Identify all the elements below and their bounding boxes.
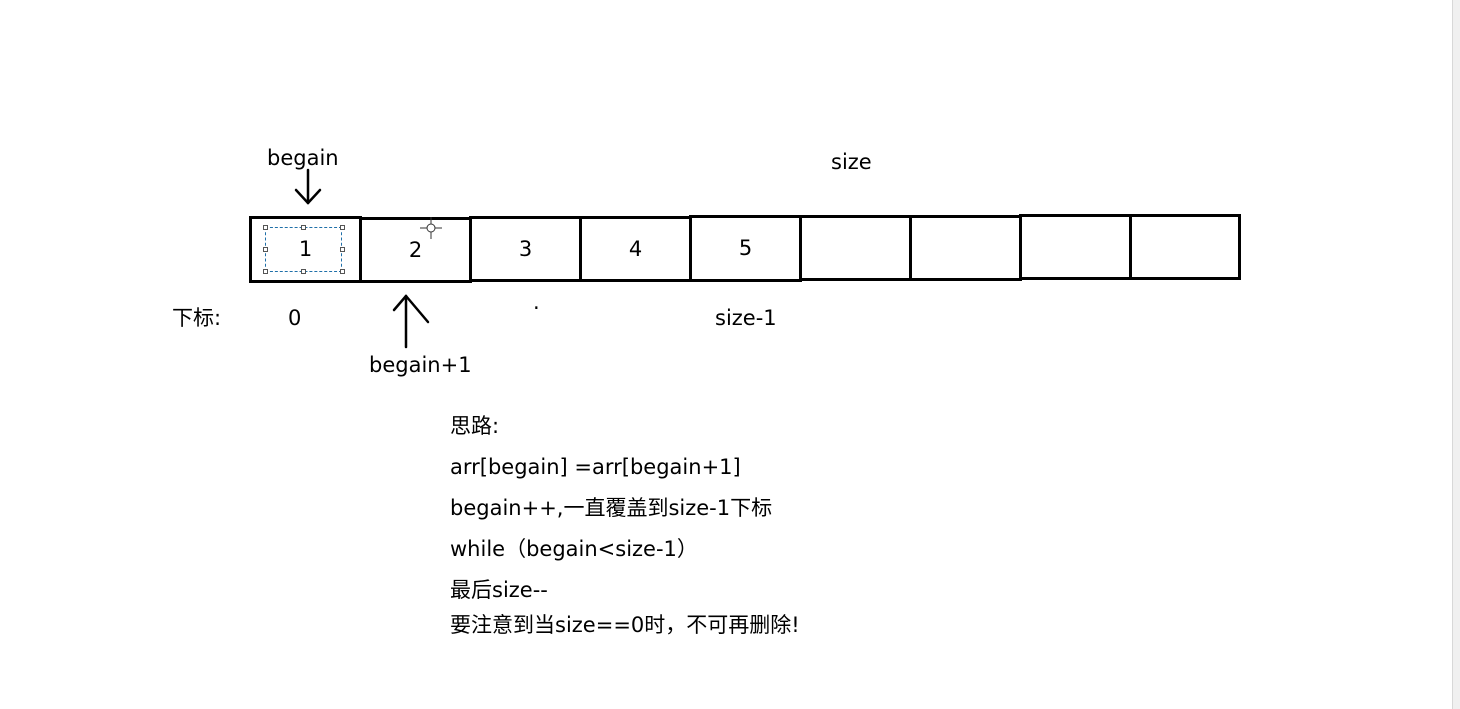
stray-dot: . [533, 290, 540, 314]
crosshair-cursor-icon [420, 217, 442, 239]
note-line: arr[begain] =arr[begain+1] [450, 455, 741, 479]
notes-block: 思路: arr[begain] =arr[begain+1] begain++,… [450, 416, 800, 656]
array-cell-8 [1129, 214, 1241, 280]
page-edge [1452, 0, 1460, 709]
selection-handle-icon[interactable] [301, 225, 306, 230]
selection-handle-icon[interactable] [263, 247, 268, 252]
note-line: 要注意到当size==0时，不可再删除! [450, 613, 800, 637]
selection-handle-icon[interactable] [263, 225, 268, 230]
note-line: 思路: [450, 414, 500, 438]
index-last-label: size-1 [715, 306, 777, 330]
note-line: begain++,一直覆盖到size-1下标 [450, 496, 773, 520]
note-line: 最后size-- [450, 578, 548, 602]
note-line: while（begain<size-1） [450, 537, 698, 561]
selection-handle-icon[interactable] [263, 269, 268, 274]
selection-handle-icon[interactable] [340, 269, 345, 274]
begain-plus-one-label: begain+1 [369, 353, 472, 377]
selection-handle-icon[interactable] [340, 225, 345, 230]
up-arrow-icon [392, 294, 430, 349]
selection-handle-icon[interactable] [301, 269, 306, 274]
selection-handle-icon[interactable] [340, 247, 345, 252]
index-prefix-label: 下标: [172, 306, 222, 330]
size-label: size [831, 150, 872, 174]
begain-pointer-label: begain [267, 146, 339, 170]
index-0-label: 0 [288, 306, 302, 330]
down-arrow-icon [294, 168, 322, 205]
